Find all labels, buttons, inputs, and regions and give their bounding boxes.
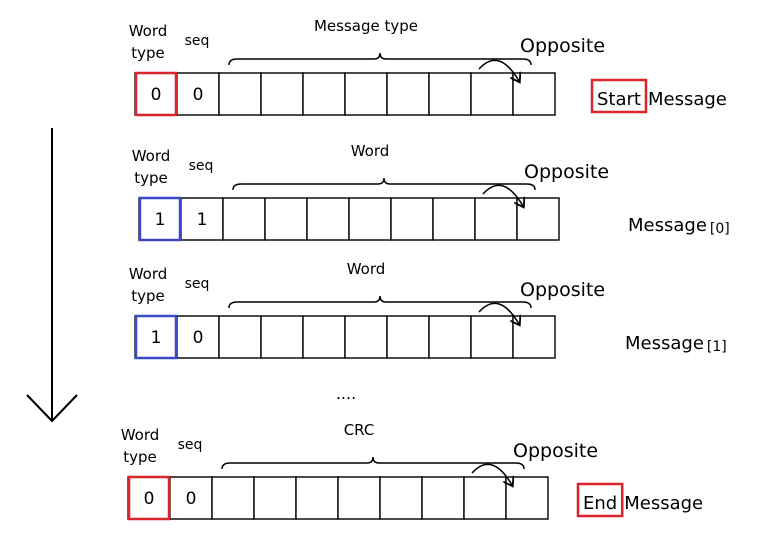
word-type-cell xyxy=(127,476,171,520)
tag-highlight xyxy=(590,78,648,114)
tag-label: End xyxy=(583,493,617,514)
message-label: Message xyxy=(628,215,707,236)
payload-cell xyxy=(260,315,304,359)
payload-cell xyxy=(432,197,476,241)
payload-cell xyxy=(302,315,346,359)
seq-value: 0 xyxy=(193,328,204,348)
seq-cell xyxy=(169,476,213,520)
payload-cell xyxy=(505,476,549,520)
payload-cell xyxy=(512,315,556,359)
payload-cell xyxy=(512,72,556,116)
brace-label: CRC xyxy=(344,421,375,439)
curly-brace xyxy=(232,177,536,191)
opposite-label: Opposite xyxy=(513,440,598,462)
opposite-label: Opposite xyxy=(524,161,609,183)
payload-cell xyxy=(218,72,262,116)
opposite-arrow xyxy=(478,59,519,81)
tag-highlight xyxy=(576,482,624,518)
word-type-value: 1 xyxy=(155,210,166,230)
opposite-label: Opposite xyxy=(520,279,605,301)
word-type-highlight xyxy=(127,475,171,521)
payload-cell xyxy=(428,315,472,359)
tag-label: Start xyxy=(597,89,641,110)
payload-cell xyxy=(470,72,514,116)
payload-cell xyxy=(211,476,255,520)
brace-label: Message type xyxy=(314,17,418,35)
flow-down-arrow xyxy=(26,128,78,423)
opposite-label: Opposite xyxy=(520,35,605,57)
opposite-arrow xyxy=(471,463,512,485)
payload-cell xyxy=(260,72,304,116)
curly-brace xyxy=(228,295,532,309)
seq-label: seq xyxy=(185,33,210,49)
message-label: Message xyxy=(648,89,727,110)
seq-label: seq xyxy=(178,437,203,453)
payload-cell xyxy=(306,197,350,241)
payload-cell xyxy=(222,197,266,241)
payload-cell xyxy=(264,197,308,241)
seq-value: 0 xyxy=(186,489,197,509)
payload-cell xyxy=(337,476,381,520)
word-type-value: 1 xyxy=(151,328,162,348)
payload-cell xyxy=(218,315,262,359)
word-type-value: 0 xyxy=(144,489,155,509)
payload-cell xyxy=(428,72,472,116)
payload-cell xyxy=(344,72,388,116)
seq-value: 0 xyxy=(193,85,204,105)
payload-cell xyxy=(348,197,392,241)
seq-value: 1 xyxy=(197,210,208,230)
word-type-highlight xyxy=(134,314,178,360)
payload-cell xyxy=(344,315,388,359)
word-type-value: 0 xyxy=(151,85,162,105)
payload-cell xyxy=(516,197,560,241)
payload-cell xyxy=(463,476,507,520)
opposite-arrow xyxy=(478,302,519,324)
payload-cell xyxy=(302,72,346,116)
payload-cell xyxy=(386,315,430,359)
opposite-arrow xyxy=(482,184,523,206)
payload-cell xyxy=(390,197,434,241)
payload-cell xyxy=(295,476,339,520)
word-type-highlight xyxy=(138,196,182,242)
message-index: [0] xyxy=(710,221,730,237)
payload-cell xyxy=(386,72,430,116)
word-type-highlight xyxy=(134,71,178,117)
curly-brace xyxy=(221,456,525,470)
message-index: [1] xyxy=(707,339,727,355)
payload-cell xyxy=(474,197,518,241)
message-label: Message xyxy=(625,333,704,354)
brace-label: Word xyxy=(347,260,386,278)
seq-label: seq xyxy=(189,158,214,174)
message-label: Message xyxy=(624,493,703,514)
seq-cell xyxy=(176,315,220,359)
payload-cell xyxy=(470,315,514,359)
brace-label: Word xyxy=(351,142,390,160)
payload-cell xyxy=(253,476,297,520)
payload-cell xyxy=(421,476,465,520)
ellipsis: .... xyxy=(336,384,356,403)
seq-label: seq xyxy=(185,276,210,292)
curly-brace xyxy=(228,52,532,66)
payload-cell xyxy=(379,476,423,520)
